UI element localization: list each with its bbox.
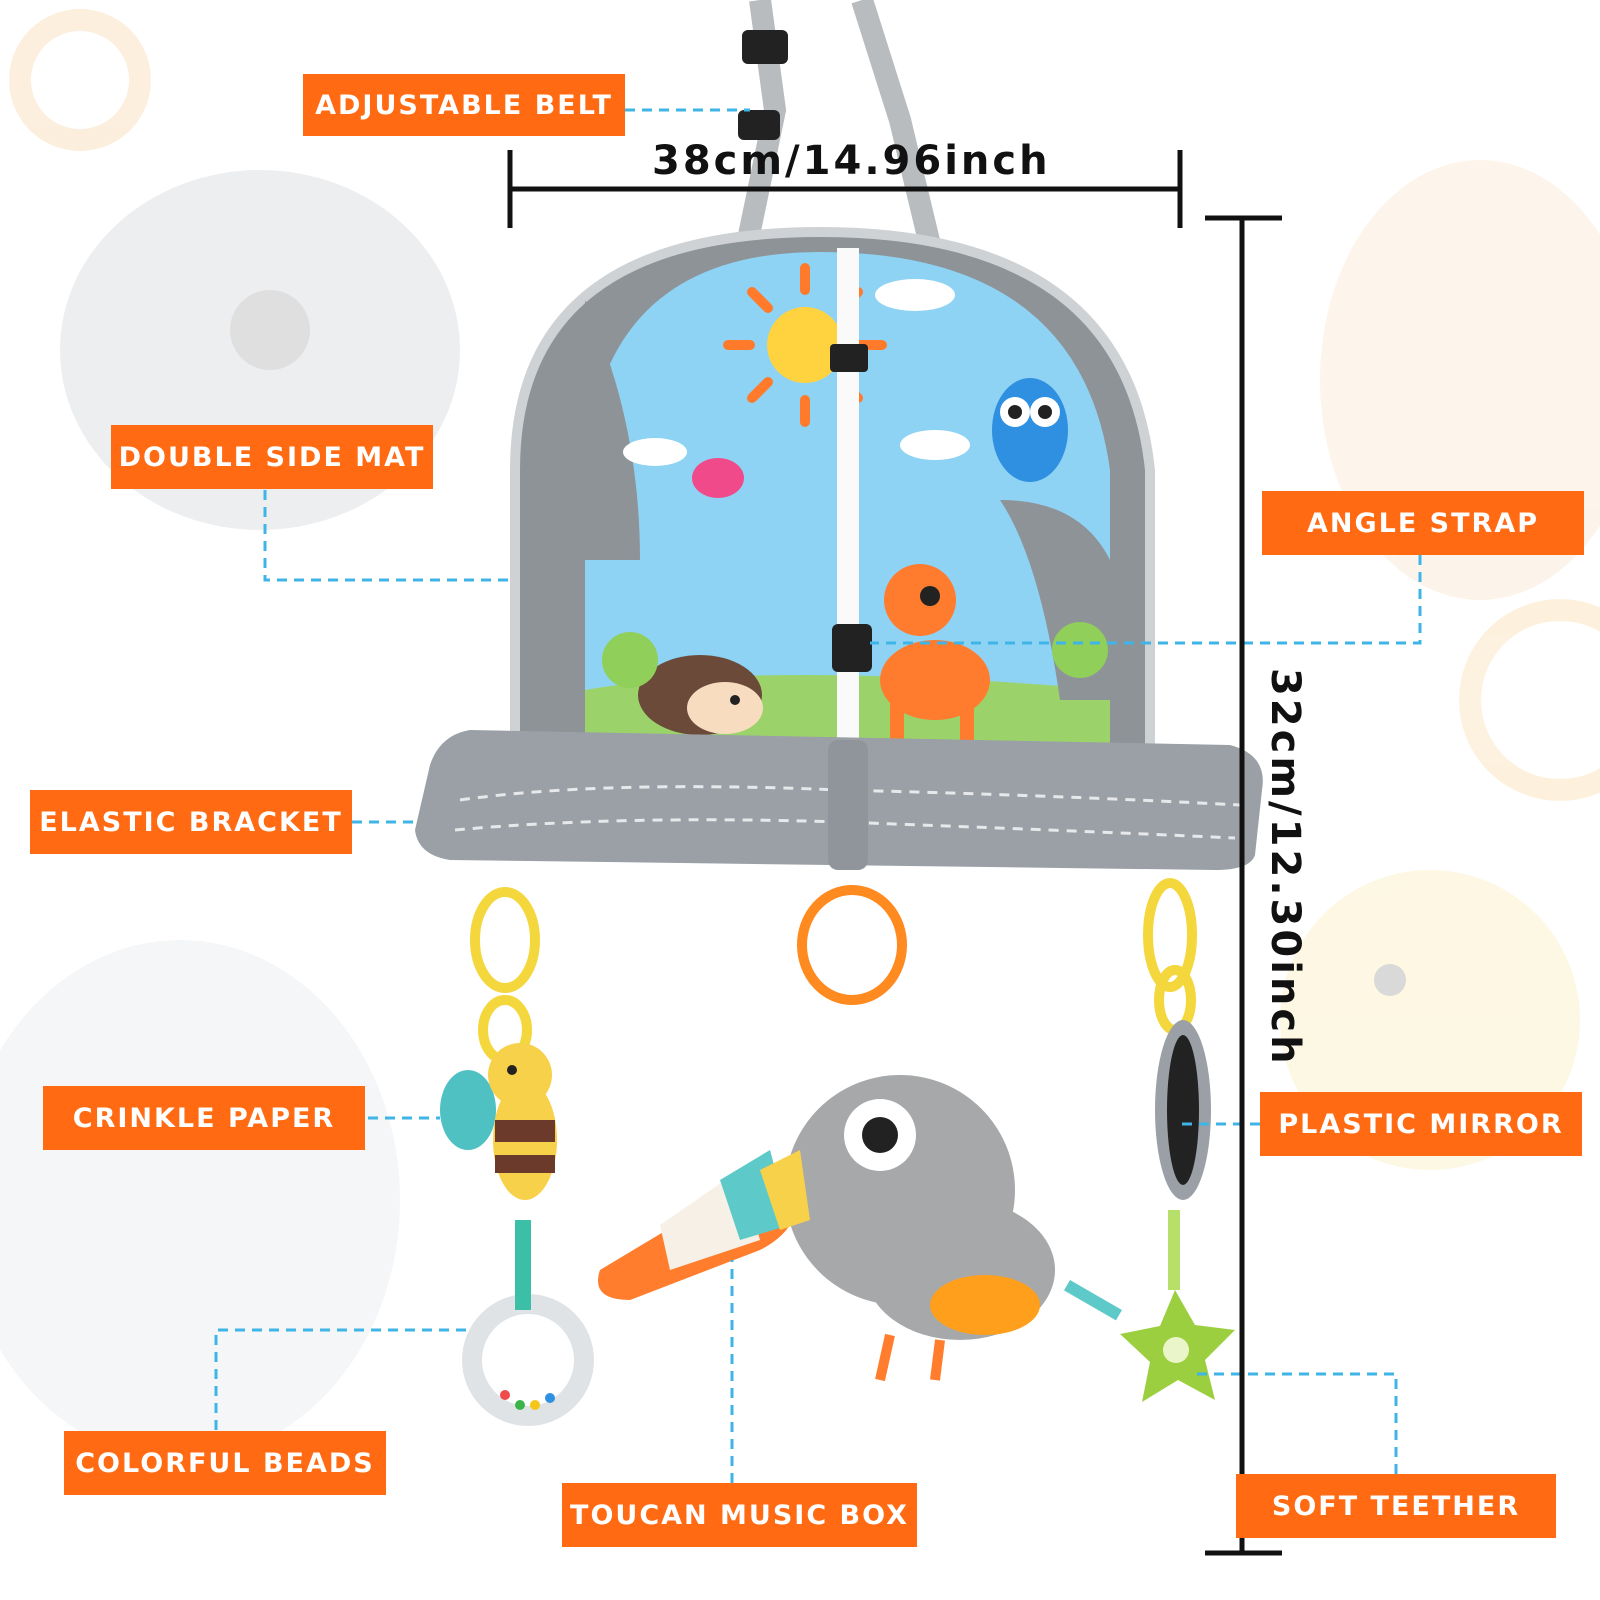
label-plastic-mirror: PLASTIC MIRROR — [1260, 1092, 1582, 1156]
label-angle-strap: ANGLE STRAP — [1262, 491, 1584, 555]
width-dimension-label: 38cm/14.96inch — [652, 138, 1051, 184]
label-toucan-music-box: TOUCAN MUSIC BOX — [562, 1483, 917, 1547]
crinkle-paper-bee — [440, 1043, 557, 1200]
buckle-icon — [742, 30, 788, 64]
colorful-beads-rattle — [462, 1220, 594, 1426]
label-adjustable-belt: ADJUSTABLE BELT — [303, 74, 625, 136]
elastic-bracket — [415, 730, 1263, 870]
leader-lines — [214, 108, 1422, 1483]
hanging-rings — [470, 878, 1197, 1065]
toucan-music-box — [598, 1075, 1122, 1382]
label-soft-teether: SOFT TEETHER — [1236, 1474, 1556, 1538]
height-dimension-label: 32cm/12.30inch — [1262, 668, 1308, 1067]
label-crinkle-paper: CRINKLE PAPER — [43, 1086, 365, 1150]
double-side-mat — [510, 226, 1155, 788]
dimension-lines — [507, 150, 1282, 1556]
label-elastic-bracket: ELASTIC BRACKET — [30, 790, 352, 854]
label-colorful-beads: COLORFUL BEADS — [64, 1431, 386, 1495]
hanging-straps — [737, 0, 941, 248]
label-double-side-mat: DOUBLE SIDE MAT — [111, 425, 433, 489]
plastic-mirror — [1155, 1020, 1211, 1200]
